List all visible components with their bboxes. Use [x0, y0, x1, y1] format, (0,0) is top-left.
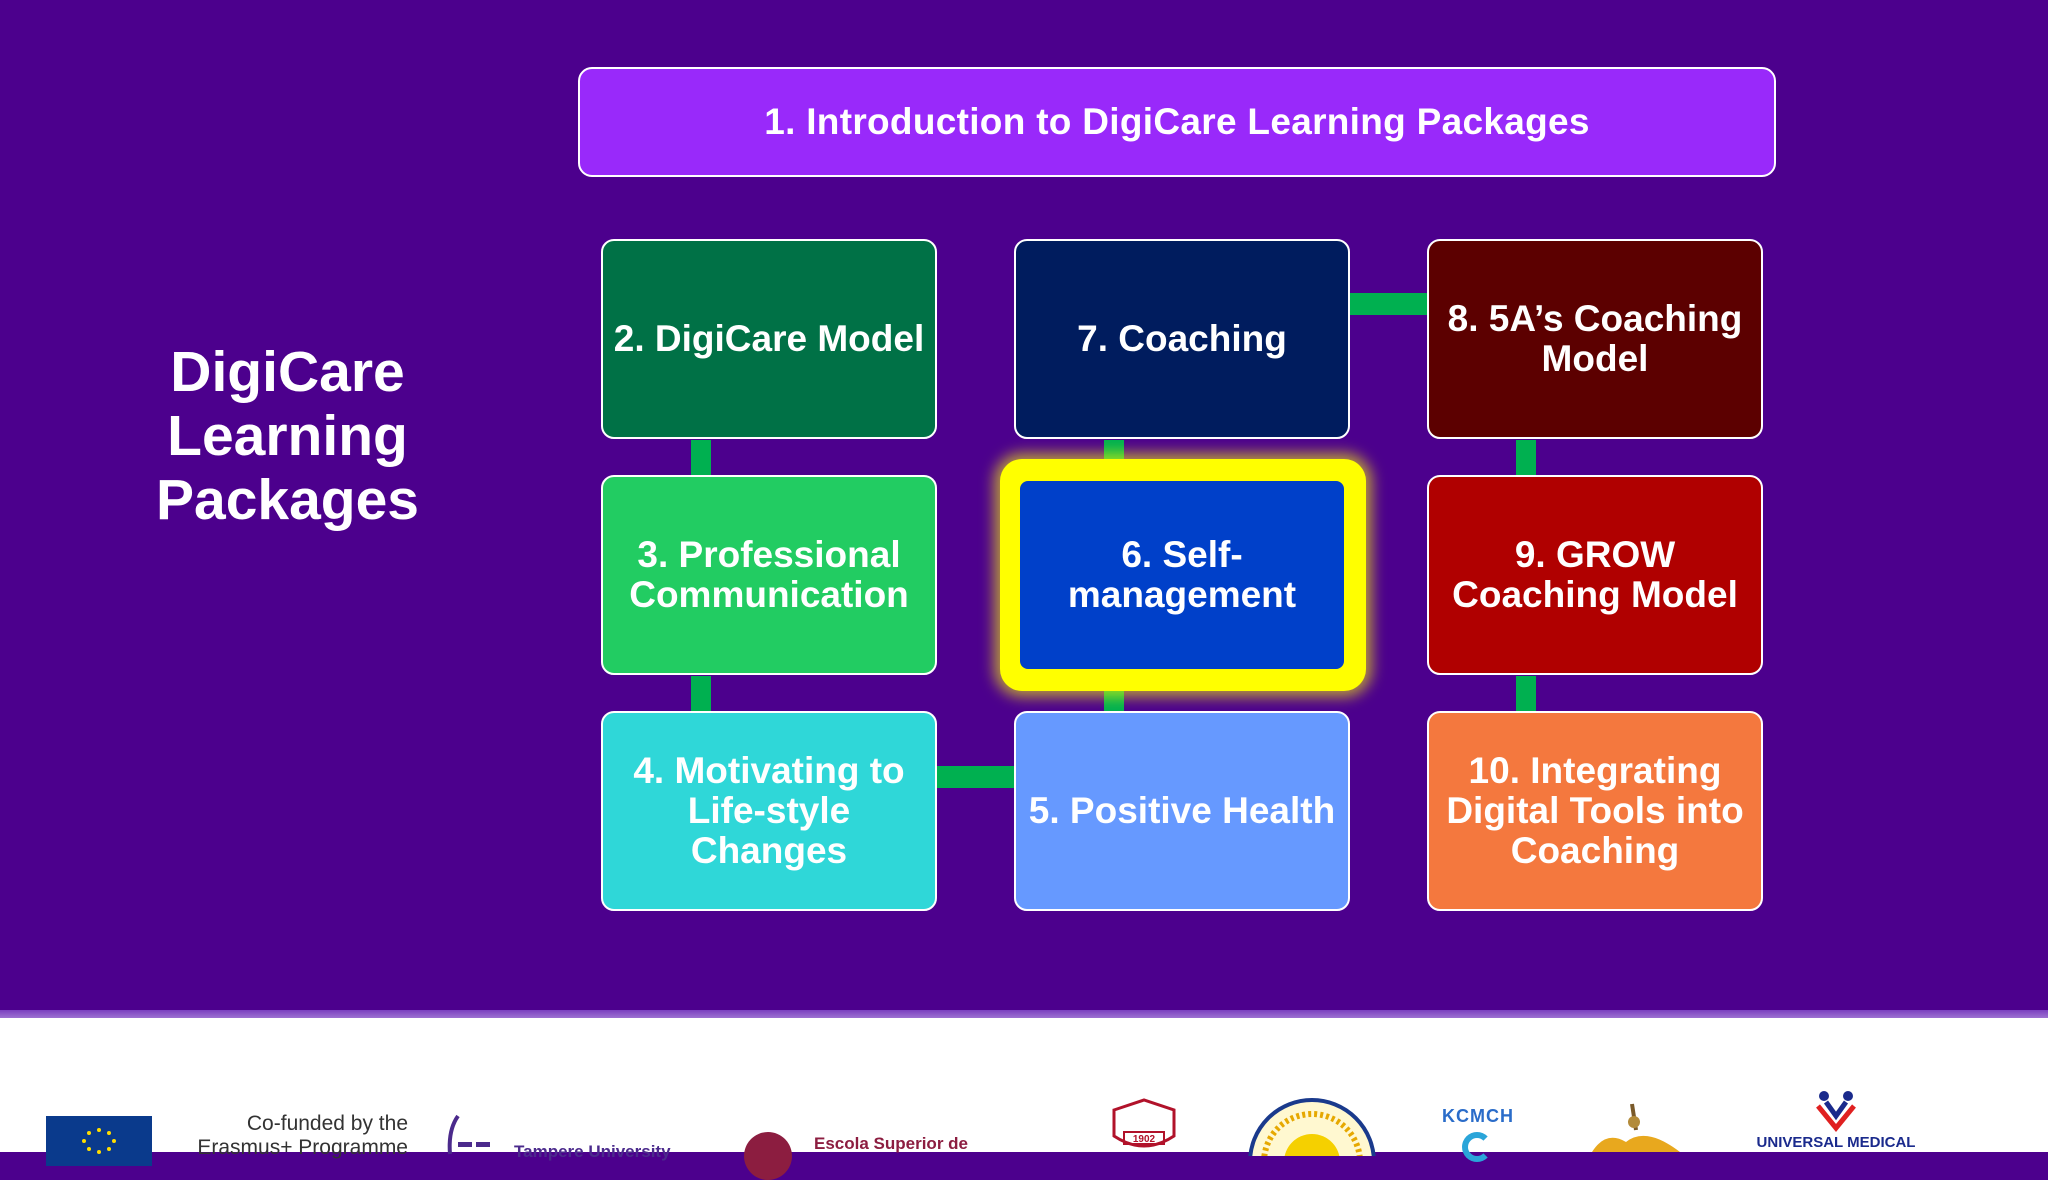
title-line-3: Packages	[155, 468, 420, 532]
kcmch-text: KCMCH	[1442, 1106, 1514, 1126]
intro-package-box: 1. Introduction to DigiCare Learning Pac…	[578, 67, 1776, 177]
kcmch-swoosh-icon	[1462, 1132, 1492, 1162]
university-seal-logo: 1902	[1094, 1096, 1194, 1156]
title-line-1: DigiCare	[170, 340, 405, 404]
kcmch-logo: KCMCH	[1440, 1106, 1530, 1162]
connector-3-4	[691, 676, 711, 712]
package-box-7: 7. Coaching	[1014, 239, 1350, 439]
title-line-2: Learning	[167, 404, 408, 468]
erasmus-text: Co-funded by the Erasmus+ Programme	[168, 1112, 408, 1160]
universal-medical-logo: UNIVERSAL MEDICAL	[1746, 1088, 1926, 1158]
tampere-logo: Tampere University	[444, 1110, 704, 1161]
package-box-2: 2. DigiCare Model	[601, 239, 937, 439]
slide-title: DigiCare Learning Packages	[120, 340, 455, 532]
round-emblem-logo	[1248, 1096, 1376, 1180]
connector-2-3	[691, 440, 711, 476]
erasmus-line-2: Erasmus+ Programme	[197, 1136, 408, 1159]
universal-medical-text: UNIVERSAL MEDICAL	[1756, 1134, 1916, 1151]
escola-logo: Escola Superior de	[744, 1132, 1004, 1180]
package-box-6: 6. Self-management	[1020, 481, 1344, 669]
package-box-10: 10. Integrating Digital Tools into Coach…	[1427, 711, 1763, 911]
seal-year: 1902	[1132, 1134, 1156, 1145]
escola-icon	[744, 1132, 792, 1180]
escola-text: Escola Superior de	[814, 1134, 968, 1153]
package-box-4: 4. Motivating to Life-style Changes	[601, 711, 937, 911]
connector-4-5	[937, 766, 1014, 788]
package-box-5: 5. Positive Health	[1014, 711, 1350, 911]
partner-footer: Co-funded by the Erasmus+ Programme Tamp…	[0, 1018, 2048, 1180]
tampere-text: Tampere University	[514, 1142, 671, 1161]
connector-7-8	[1350, 293, 1428, 315]
package-box-8: 8. 5A’s Coaching Model	[1427, 239, 1763, 439]
partner-logo-orange	[1586, 1102, 1686, 1152]
slide: 1. Introduction to DigiCare Learning Pac…	[120, 67, 1776, 911]
package-box-9: 9. GROW Coaching Model	[1427, 475, 1763, 675]
eu-flag-logo	[46, 1116, 152, 1166]
connector-8-9	[1516, 440, 1536, 476]
erasmus-line-1: Co-funded by the	[246, 1112, 408, 1135]
package-box-3: 3. Professional Communication	[601, 475, 937, 675]
connector-9-10	[1516, 676, 1536, 712]
